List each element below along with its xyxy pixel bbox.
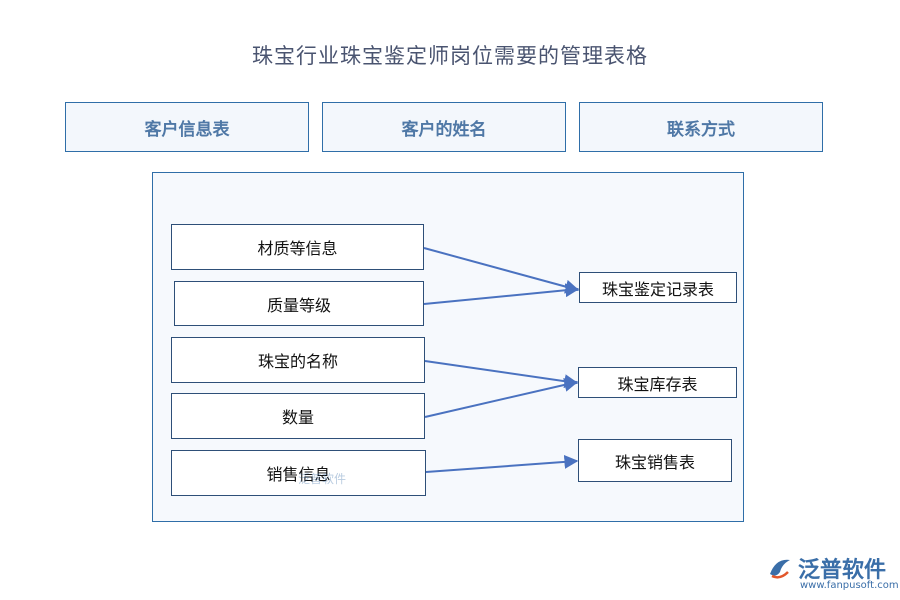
input-box-sales: 销售信息	[171, 450, 426, 496]
header-box-label: 客户信息表	[144, 119, 230, 140]
arrow-quality-to-appraisal	[423, 283, 580, 305]
header-box-customer-info: 客户信息表	[65, 102, 309, 152]
brand-logo[interactable]: 泛普软件 www.fanpusoft.com	[766, 552, 899, 596]
arrow-quantity-to-inventory	[424, 378, 579, 418]
brand-name: 泛普软件	[798, 558, 887, 583]
input-box-quality: 质量等级	[174, 281, 424, 326]
watermark: 泛普软件	[298, 470, 378, 494]
input-box-quantity: 数量	[171, 393, 425, 439]
input-box-label: 数量	[281, 408, 314, 427]
arrow-name-to-inventory	[424, 360, 579, 389]
header-box-contact: 联系方式	[579, 102, 823, 152]
header-box-customer-name: 客户的姓名	[322, 102, 566, 152]
arrow-sales-to-sales-table	[425, 454, 579, 473]
output-box-inventory: 珠宝库存表	[578, 367, 737, 398]
output-box-sales-table: 珠宝销售表	[578, 439, 732, 482]
output-box-label: 珠宝销售表	[614, 452, 695, 472]
input-box-label: 珠宝的名称	[257, 352, 338, 371]
header-box-label: 联系方式	[667, 119, 735, 140]
input-box-label: 材质等信息	[257, 239, 338, 258]
fanpu-logo-icon	[770, 559, 790, 579]
input-box-jewelry-name: 珠宝的名称	[171, 337, 425, 383]
input-box-material: 材质等信息	[171, 224, 424, 270]
output-box-appraisal-record: 珠宝鉴定记录表	[579, 272, 737, 303]
header-box-label: 客户的姓名	[401, 119, 487, 140]
arrow-material-to-appraisal	[423, 247, 580, 294]
watermark-text: 泛普软件	[298, 472, 347, 486]
output-box-label: 珠宝库存表	[617, 374, 698, 394]
diagram-title: 珠宝行业珠宝鉴定师岗位需要的管理表格	[252, 44, 648, 68]
output-box-label: 珠宝鉴定记录表	[601, 279, 714, 299]
brand-url: www.fanpusoft.com	[800, 580, 899, 591]
input-box-label: 销售信息	[266, 465, 331, 484]
input-box-label: 质量等级	[266, 295, 331, 315]
